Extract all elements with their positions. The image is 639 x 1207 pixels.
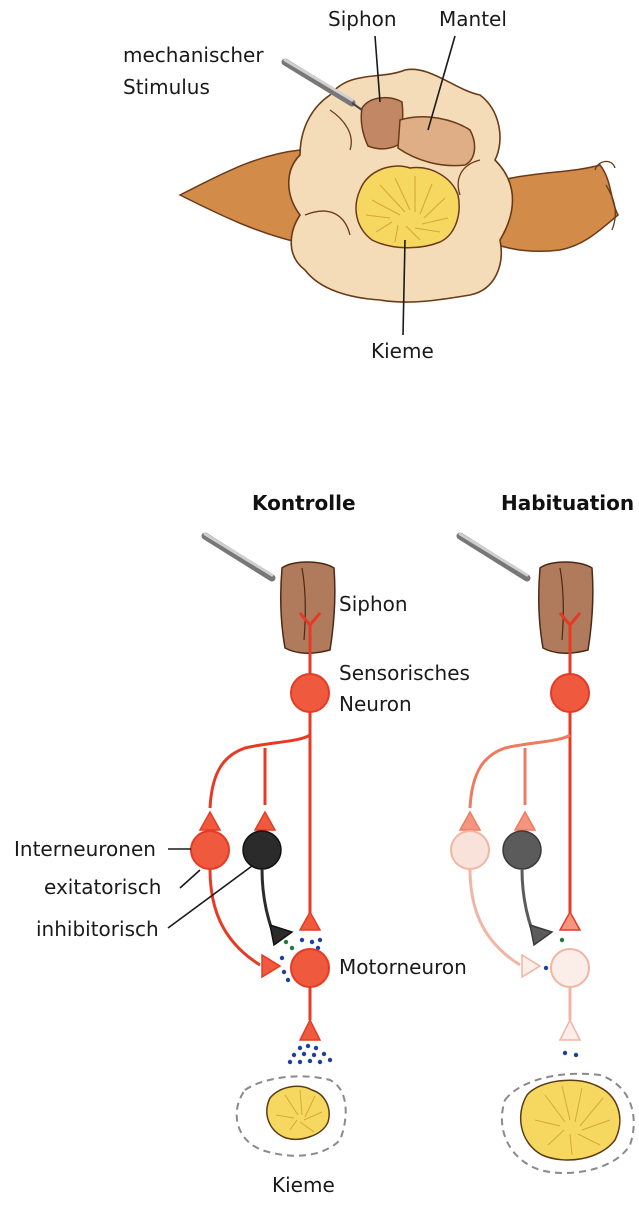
label-stimulus-line1: mechanischer (123, 43, 264, 67)
terminal-to-excit-interneuron (200, 812, 220, 830)
stimulus-probe-habituation (460, 534, 527, 578)
title-habituation: Habituation (501, 491, 634, 515)
label-siphon-control: Siphon (339, 592, 408, 616)
inhibitory-interneuron-control (243, 831, 281, 869)
callout-excitatory (180, 870, 200, 888)
label-stimulus-line2: Stimulus (123, 75, 210, 99)
inhibitory-interneuron-habituation (503, 831, 541, 869)
terminal-inhib-to-motor (270, 925, 292, 945)
excitatory-interneuron-control (191, 831, 229, 869)
motor-neuron-habituation (551, 949, 589, 987)
title-kontrolle: Kontrolle (252, 491, 356, 515)
label-mantel-top: Mantel (439, 7, 507, 31)
terminal-motor-to-gill-hab (560, 1020, 580, 1040)
motor-neuron-control (291, 949, 329, 987)
siphon-control (281, 562, 335, 653)
label-kieme-top: Kieme (371, 339, 434, 363)
control-circuit (191, 534, 346, 1156)
sensory-neuron-habituation (551, 674, 589, 712)
label-interneurons: Interneuronen (14, 837, 156, 861)
terminal-sensory-to-motor-hab (560, 912, 580, 930)
terminal-motor-to-gill-control (300, 1020, 320, 1040)
terminal-excit-to-motor (262, 955, 280, 977)
terminal-to-inhib-interneuron-hab (515, 812, 535, 830)
label-sensory-line1: Sensorisches (339, 661, 470, 685)
terminal-sensory-to-motor (300, 912, 320, 930)
label-inhibitory: inhibitorisch (36, 917, 159, 941)
terminal-excit-to-motor-hab (522, 955, 540, 977)
terminal-to-excit-interneuron-hab (460, 812, 480, 830)
transmitter-dots-control-3 (288, 1044, 332, 1064)
siphon-habituation (539, 562, 593, 653)
label-excitatory: exitatorisch (44, 875, 161, 899)
siphon-shape (361, 98, 403, 149)
gill-shape (356, 166, 459, 248)
aplysia-body-illustration (180, 36, 618, 335)
label-motor-neuron: Motorneuron (339, 955, 467, 979)
excitatory-interneuron-habituation (451, 831, 489, 869)
habituation-circuit (451, 534, 634, 1173)
terminal-to-inhib-interneuron (255, 812, 275, 830)
sensory-neuron-control (291, 674, 329, 712)
terminal-inhib-to-motor-hab (530, 925, 552, 945)
transmitter-dots-hab-3 (563, 1051, 578, 1057)
label-kieme-bottom: Kieme (272, 1173, 335, 1197)
stimulus-probe-control (205, 534, 272, 578)
label-sensory-line2: Neuron (339, 692, 412, 716)
label-siphon-top: Siphon (328, 7, 397, 31)
